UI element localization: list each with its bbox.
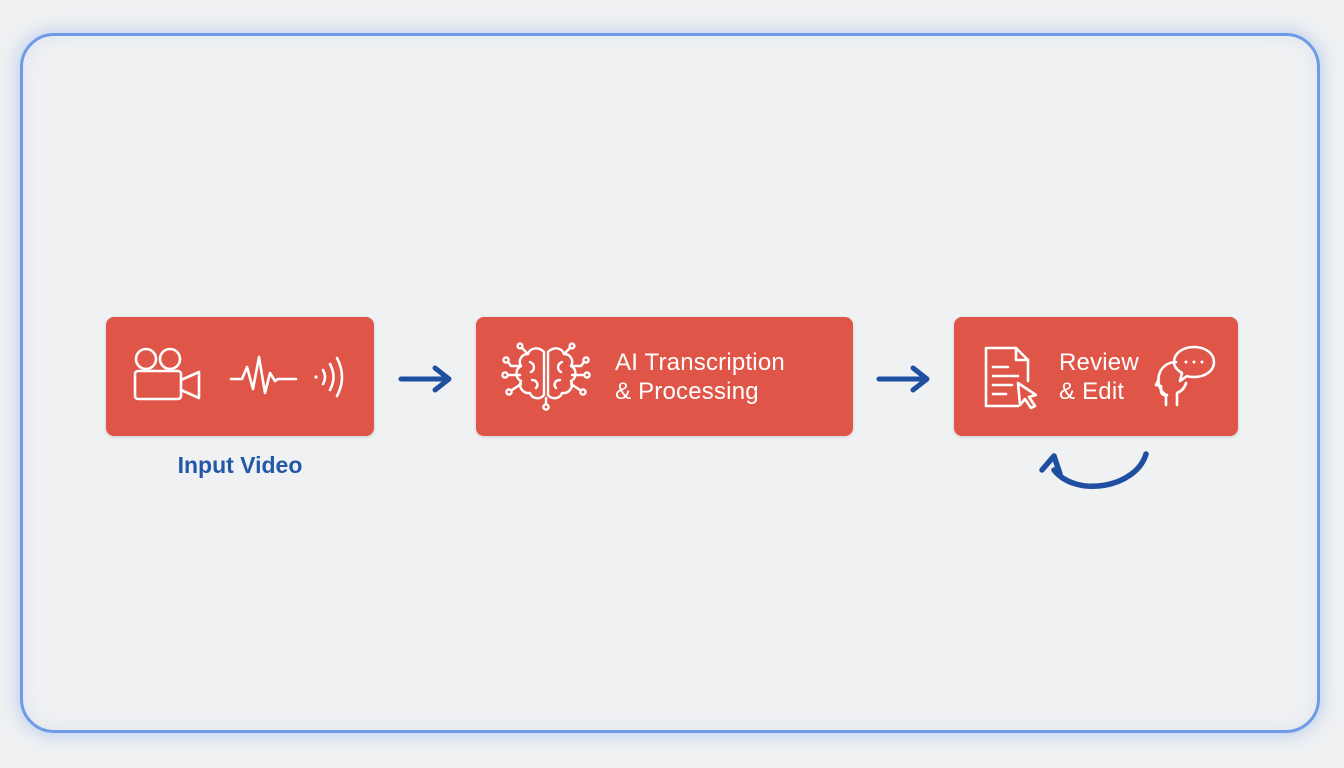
arrow-right-icon [876, 364, 932, 399]
ai-brain-circuit-icon [501, 342, 591, 411]
step-label-ai-transcription: AI Transcription & Processing [615, 348, 785, 406]
step-label-line2: & Processing [615, 378, 759, 405]
head-speech-bubble-icon [1154, 343, 1222, 411]
document-cursor-icon [982, 345, 1042, 410]
step-ai-transcription: AI Transcription & Processing [476, 317, 853, 436]
audio-waveform-icon [229, 353, 298, 397]
step-label-line2: & Edit [1059, 378, 1125, 405]
step-input-video [106, 317, 374, 436]
step-review-edit: Review & Edit [954, 317, 1238, 436]
loop-back-arrow-icon [1036, 446, 1156, 503]
sound-waves-icon [312, 355, 348, 399]
arrow-right-icon [398, 364, 454, 399]
video-camera-icon [132, 347, 202, 403]
step-label-review-edit: Review & Edit [1059, 348, 1139, 406]
step-label-line1: Review [1059, 349, 1139, 376]
step-caption-input-video: Input Video [177, 452, 303, 478]
step-label-line1: AI Transcription [615, 349, 785, 376]
